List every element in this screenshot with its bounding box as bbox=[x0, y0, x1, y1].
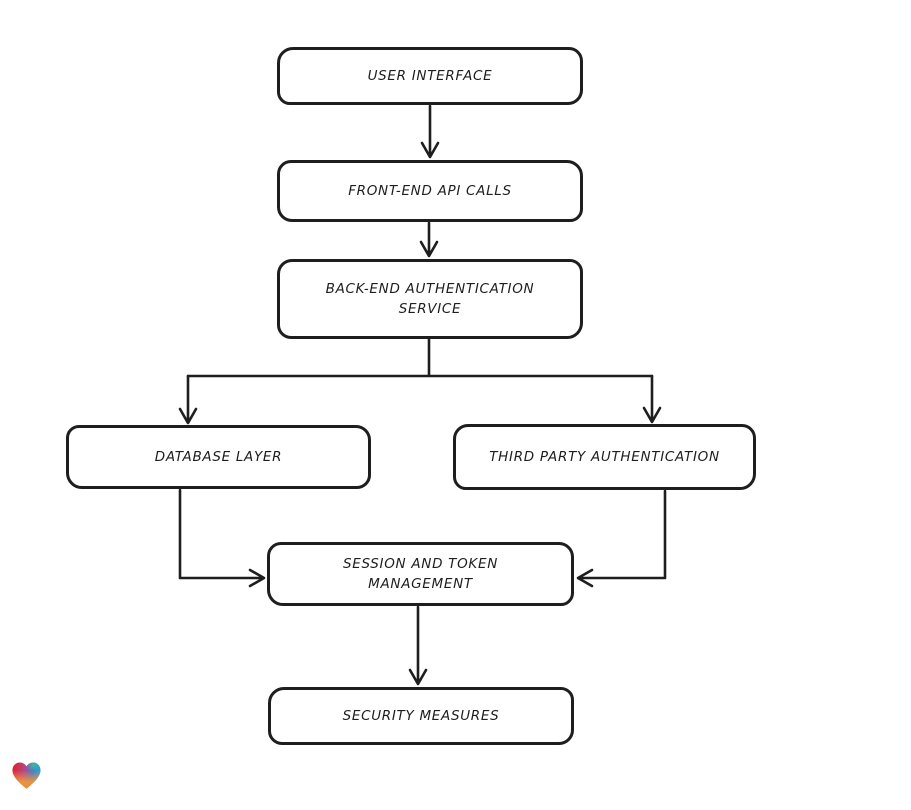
node-front-end-api-calls-label: FRONT-END API CALLS bbox=[348, 182, 512, 199]
node-database-layer-label: DATABASE LAYER bbox=[154, 448, 283, 465]
edge-branch-to-thirdparty bbox=[642, 374, 662, 424]
node-security-measures: SECURITY MEASURES bbox=[268, 687, 574, 745]
node-back-end-authentication-service: BACK-END AUTHENTICATION SERVICE bbox=[277, 259, 583, 339]
edge-session-to-security bbox=[408, 605, 428, 686]
node-user-interface: USER INTERFACE bbox=[277, 47, 583, 105]
node-database-layer: DATABASE LAYER bbox=[66, 425, 371, 489]
edge-ui-to-frontend bbox=[420, 104, 440, 159]
node-back-end-authentication-service-label: BACK-END AUTHENTICATION SERVICE bbox=[325, 280, 535, 317]
heart-icon bbox=[12, 762, 41, 789]
node-front-end-api-calls: FRONT-END API CALLS bbox=[277, 160, 583, 222]
edge-thirdparty-to-session bbox=[576, 489, 667, 588]
edge-branch-to-database bbox=[178, 374, 198, 425]
node-third-party-authentication: THIRD PARTY AUTHENTICATION bbox=[453, 424, 756, 490]
node-session-and-token-management: SESSION AND TOKEN MANAGEMENT bbox=[267, 542, 574, 606]
node-user-interface-label: USER INTERFACE bbox=[367, 67, 493, 84]
node-security-measures-label: SECURITY MEASURES bbox=[342, 707, 500, 724]
edge-backend-branch-bar bbox=[186, 337, 654, 378]
edge-database-to-session bbox=[178, 488, 266, 588]
node-session-and-token-management-label: SESSION AND TOKEN MANAGEMENT bbox=[342, 555, 499, 592]
node-third-party-authentication-label: THIRD PARTY AUTHENTICATION bbox=[489, 448, 720, 465]
edge-frontend-to-backend bbox=[419, 221, 439, 258]
